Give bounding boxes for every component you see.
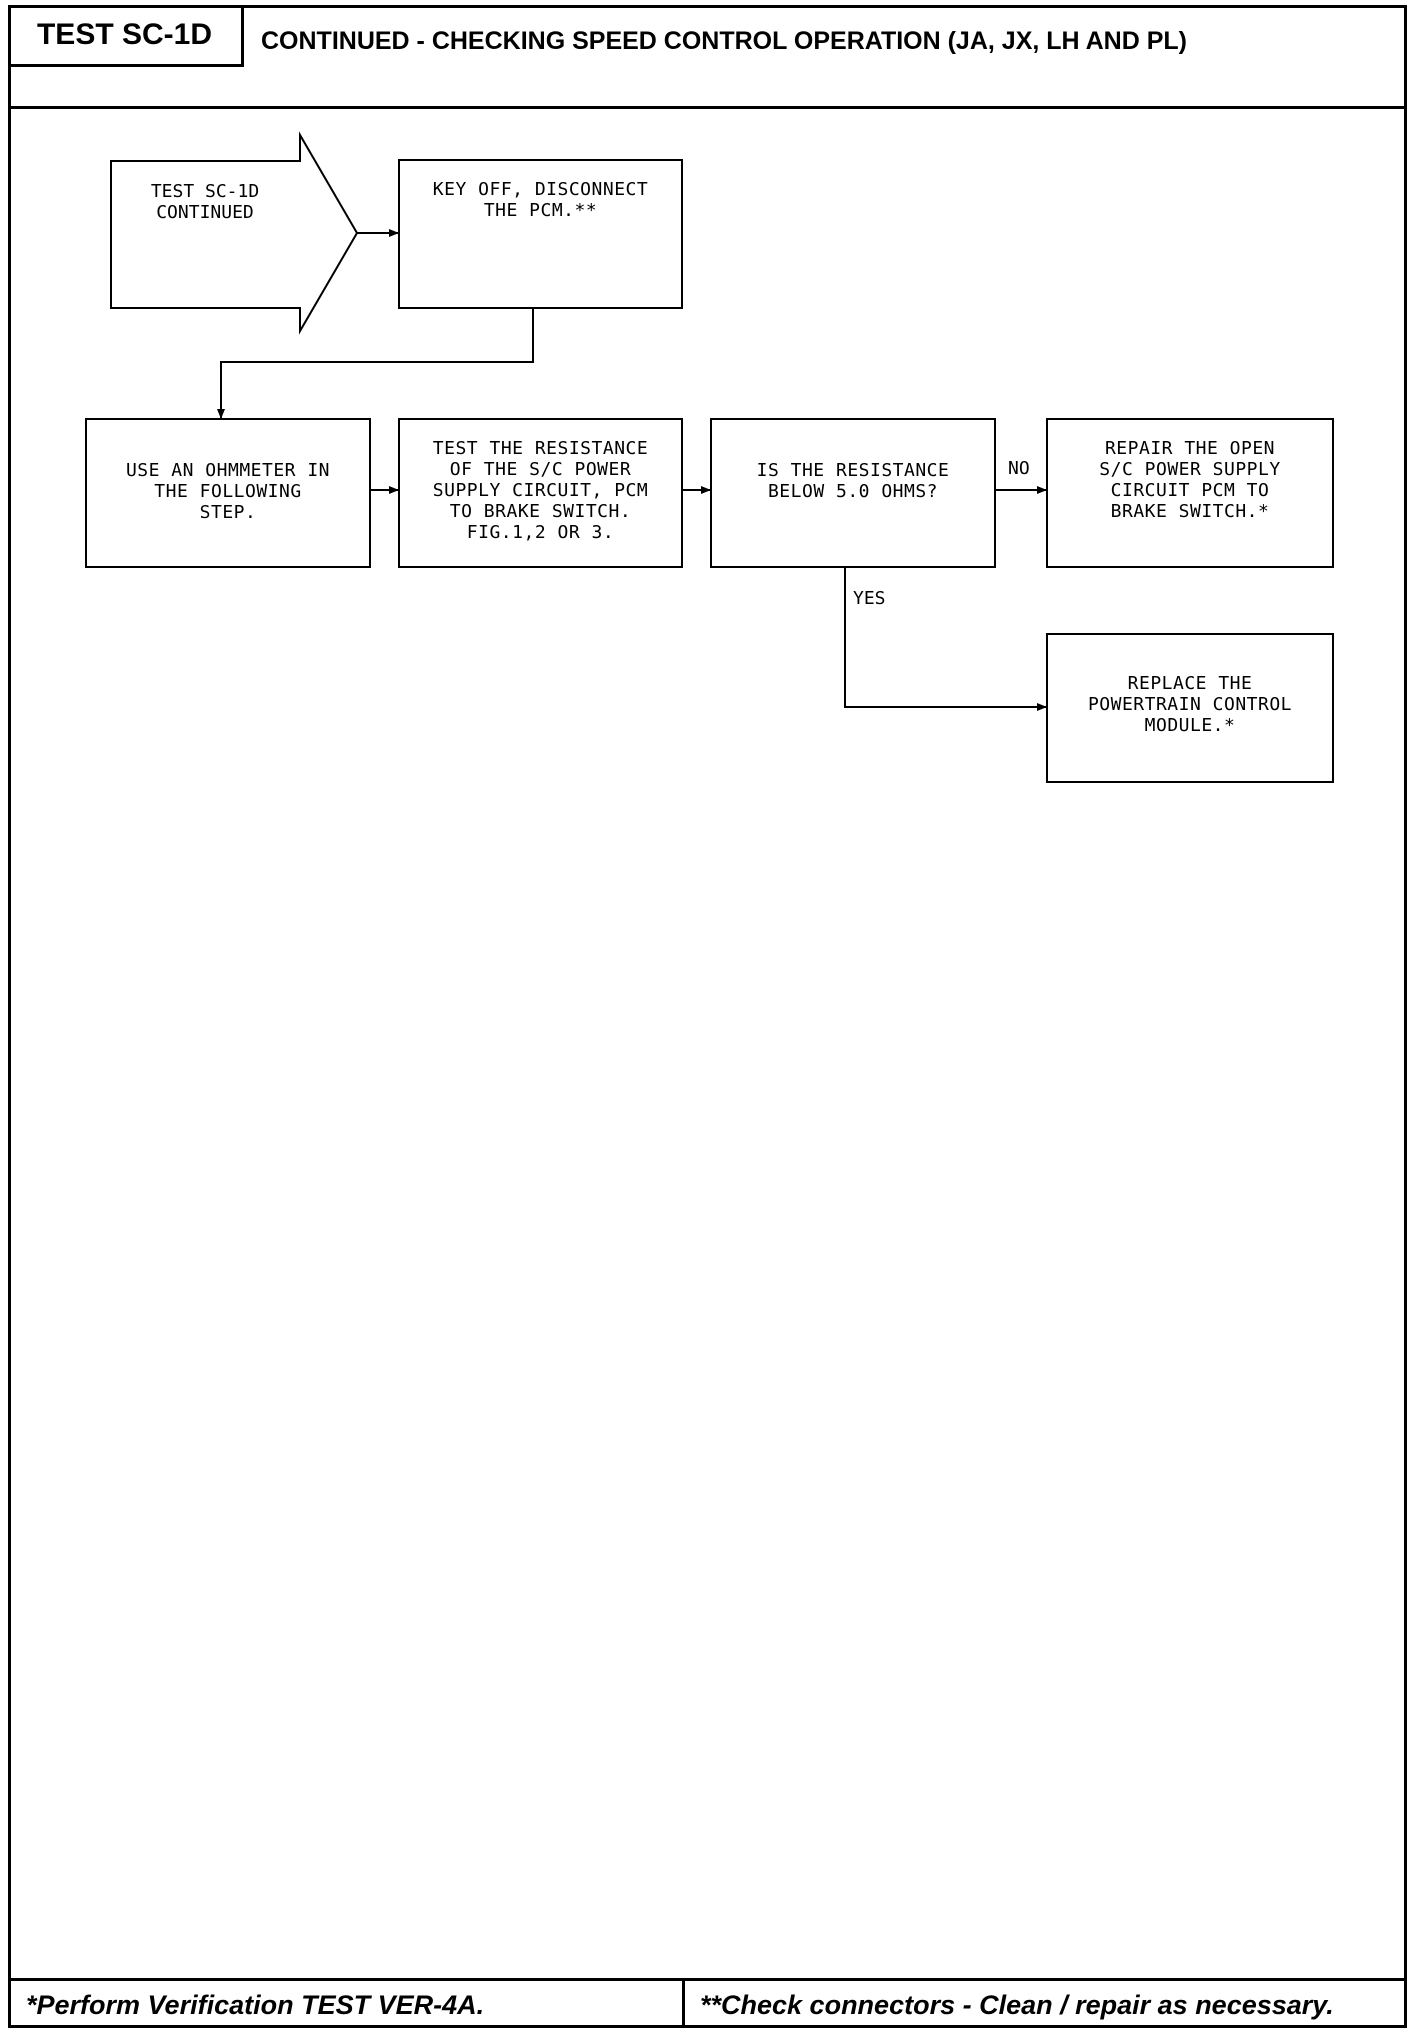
footer-note-right: **Check connectors - Clean / repair as n…	[700, 1990, 1334, 2020]
result-no-box: REPAIR THE OPEN S/C POWER SUPPLY CIRCUIT…	[1046, 418, 1334, 568]
page-title: CONTINUED - CHECKING SPEED CONTROL OPERA…	[261, 27, 1187, 55]
step-test-resistance: TEST THE RESISTANCE OF THE S/C POWER SUP…	[398, 418, 683, 568]
header: TEST SC-1D CONTINUED - CHECKING SPEED CO…	[8, 5, 1407, 109]
step-key-off: KEY OFF, DISCONNECT THE PCM.**	[398, 159, 683, 309]
start-arrow-label: TEST SC-1D CONTINUED	[150, 181, 260, 223]
connector-decision-yes	[844, 566, 1047, 711]
start-arrow-shape	[110, 131, 359, 335]
footer-divider	[682, 1981, 685, 2028]
footer-note-left: *Perform Verification TEST VER-4A.	[26, 1990, 485, 2020]
footer: *Perform Verification TEST VER-4A. **Che…	[8, 1978, 1407, 2028]
connector-keyoff-ohmmeter	[217, 308, 534, 419]
label-yes: YES	[853, 588, 886, 609]
label-no: NO	[1008, 458, 1030, 479]
step-ohmmeter: USE AN OHMMETER IN THE FOLLOWING STEP.	[85, 418, 371, 568]
result-yes-box: REPLACE THE POWERTRAIN CONTROL MODULE.*	[1046, 633, 1334, 783]
test-id-tag: TEST SC-1D	[8, 5, 244, 67]
page-frame	[8, 5, 1407, 2028]
decision-box: IS THE RESISTANCE BELOW 5.0 OHMS?	[710, 418, 996, 568]
